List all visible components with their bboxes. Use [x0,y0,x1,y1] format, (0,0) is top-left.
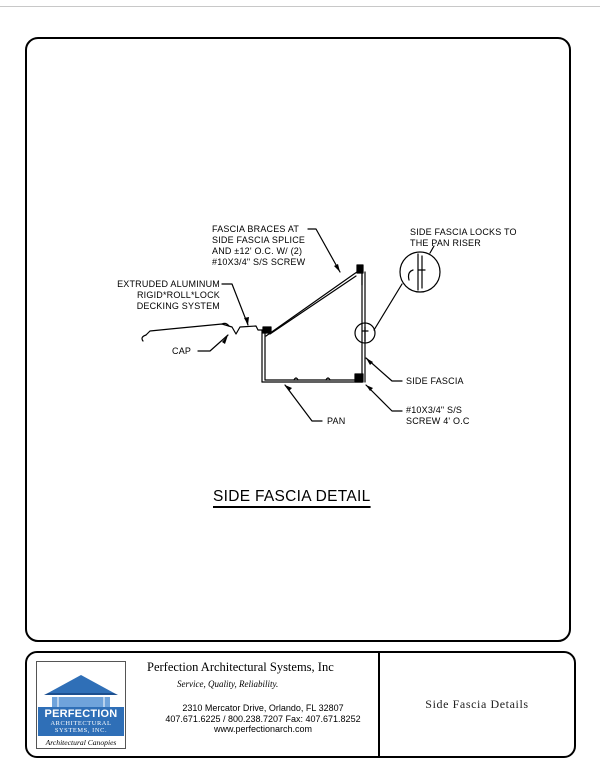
pan-rib-2 [325,377,331,381]
company-name: Perfection Architectural Systems, Inc [147,660,334,674]
detail-title: SIDE FASCIA DETAIL [213,488,371,505]
pan-rib-1 [293,377,299,381]
screw-bottom [354,373,364,383]
fascia-brace-inner [269,275,357,335]
callout-pan: PAN [327,416,346,426]
screw-top [356,264,364,274]
callout-extruded-decking: EXTRUDED ALUMINUM RIGID*ROLL*LOCK DECKIN… [117,279,220,311]
leader-extruded [221,283,249,326]
company-slogan: Service, Quality, Reliability. [177,679,279,689]
cap-riser [261,329,266,383]
decking-hook [141,334,147,342]
arrow-screw [366,385,373,391]
callout-cap: CAP [172,346,192,356]
lock-detail-connector [373,283,403,331]
contact-block: 2310 Mercator Drive, Orlando, FL 32807 4… [138,703,388,735]
leader-cap [197,334,229,352]
leader-fascia-braces [307,228,341,273]
canopy-logo-icon [38,663,124,707]
screw-cap [262,326,272,334]
arrow-pan [285,385,292,391]
decking-profile [145,323,265,336]
logo-tagline: Architectural Canopies [45,738,117,747]
company-website[interactable]: www.perfectionarch.com [213,724,313,734]
arrow-cap [222,335,228,344]
company-logo: PERFECTION ARCHITECTURAL SYSTEMS, INC. A… [36,661,126,749]
fascia-brace [265,269,363,337]
leader-pan [284,384,323,422]
arrow-extruded [244,317,249,325]
title-block-sheet [378,651,576,758]
leader-locks [429,245,435,254]
company-address: 2310 Mercator Drive, Orlando, FL 32807 [182,703,344,713]
logo-brand: PERFECTION [44,708,118,720]
sheet-title: Side Fascia Details [425,697,529,711]
company-phones: 407.671.6225 / 800.238.7207 Fax: 407.671… [165,713,361,724]
callout-screw: #10X3/4" S/S SCREW 4' O.C [406,405,470,426]
callout-fascia-braces: FASCIA BRACES AT SIDE FASCIA SPLICE AND … [212,224,306,267]
drawing-frame [25,37,571,642]
decking-rib [221,322,230,327]
logo-sub-line1: ARCHITECTURAL [50,720,112,727]
leader-screw [365,384,403,412]
arrow-side-fascia [366,358,373,365]
logo-sub-line2: SYSTEMS, INC. [54,727,108,734]
top-divider-line [0,6,600,7]
logo-band: PERFECTION ARCHITECTURAL SYSTEMS, INC. [38,707,124,736]
lock-detail-small-profile [361,326,369,342]
lock-detail-circle-large [399,251,441,293]
arrow-fascia-braces [334,264,340,272]
leader-side-fascia [365,357,403,382]
callout-side-fascia: SIDE FASCIA [406,376,464,386]
lock-detail-circle-small [354,322,376,344]
callout-side-fascia-locks: SIDE FASCIA LOCKS TO THE PAN RISER [410,227,517,248]
lock-detail-large-profile [407,253,426,291]
